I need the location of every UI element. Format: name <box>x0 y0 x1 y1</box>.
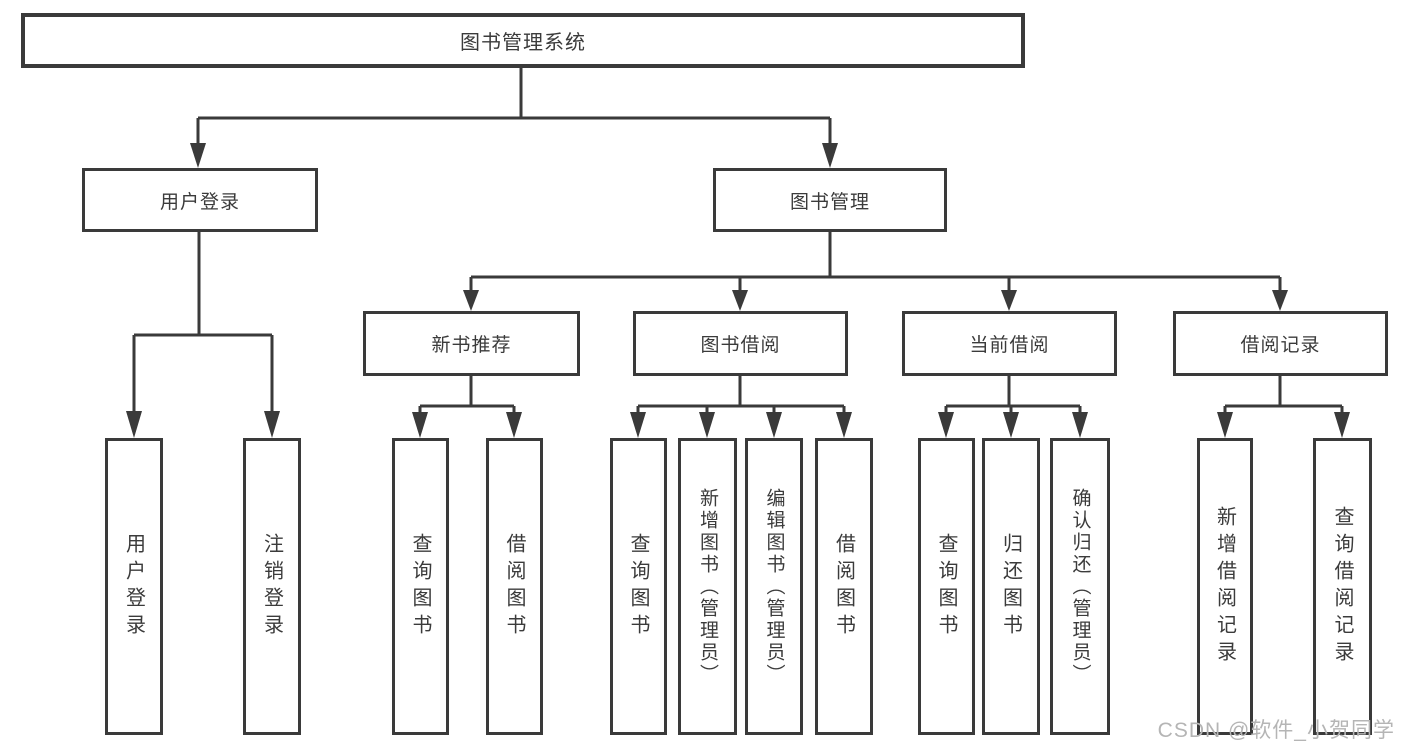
node-book-borrowing-label: 图书借阅 <box>700 335 781 356</box>
node-user-login-label: 用户登录 <box>159 191 240 213</box>
node-borrowing-records-label: 借阅记录 <box>1240 335 1321 356</box>
node-borrowing-records: 借阅记录 <box>1173 311 1388 376</box>
leaf-edit-book-admin: 编辑图书（管理员） <box>745 438 803 735</box>
leaf-return-books: 归还图书 <box>982 438 1040 735</box>
leaf-confirm-return-admin: 确认归还（管理员） <box>1050 438 1110 735</box>
node-book-management: 图书管理 <box>713 168 947 232</box>
leaf-user-login: 用户登录 <box>105 438 163 735</box>
node-new-book-recommendation-label: 新书推荐 <box>431 335 512 356</box>
node-library-system: 图书管理系统 <box>21 13 1025 68</box>
leaf-edit-book-admin-label: 编辑图书（管理员） <box>763 487 785 686</box>
leaf-borrow-books: 借阅图书 <box>486 438 543 735</box>
node-book-borrowing: 图书借阅 <box>633 311 848 376</box>
leaf-add-borrow-record-label: 新增借阅记录 <box>1213 505 1236 668</box>
arrowhead-icons <box>126 143 1350 438</box>
leaf-add-book-admin: 新增图书（管理员） <box>678 438 737 735</box>
watermark-text: CSDN @软件_小贺同学 <box>1157 719 1395 742</box>
leaf-query-books-2-label: 查询图书 <box>627 532 649 641</box>
leaf-logout: 注销登录 <box>243 438 301 735</box>
leaf-logout-label: 注销登录 <box>260 532 283 641</box>
node-library-system-label: 图书管理系统 <box>460 32 586 54</box>
leaf-query-borrow-record-label: 查询借阅记录 <box>1331 505 1353 668</box>
leaf-user-login-label: 用户登录 <box>122 532 145 641</box>
node-current-borrowing: 当前借阅 <box>902 311 1117 376</box>
node-new-book-recommendation: 新书推荐 <box>363 311 580 376</box>
node-current-borrowing-label: 当前借阅 <box>969 335 1050 356</box>
leaf-query-books-label: 查询图书 <box>409 532 431 641</box>
leaf-add-book-admin-label: 新增图书（管理员） <box>697 487 718 686</box>
leaf-borrow-books-2: 借阅图书 <box>815 438 873 735</box>
leaf-confirm-return-admin-label: 确认归还（管理员） <box>1069 487 1091 686</box>
leaf-query-books: 查询图书 <box>392 438 449 735</box>
leaf-query-books-3-label: 查询图书 <box>935 532 957 641</box>
leaf-borrow-books-2-label: 借阅图书 <box>832 532 855 641</box>
leaf-return-books-label: 归还图书 <box>999 532 1022 641</box>
leaf-query-books-2: 查询图书 <box>610 438 667 735</box>
leaf-borrow-books-label: 借阅图书 <box>503 532 525 641</box>
node-user-login: 用户登录 <box>82 168 318 232</box>
leaf-query-books-3: 查询图书 <box>918 438 975 735</box>
leaf-query-borrow-record: 查询借阅记录 <box>1313 438 1372 735</box>
node-book-management-label: 图书管理 <box>789 191 870 213</box>
leaf-add-borrow-record: 新增借阅记录 <box>1197 438 1253 735</box>
